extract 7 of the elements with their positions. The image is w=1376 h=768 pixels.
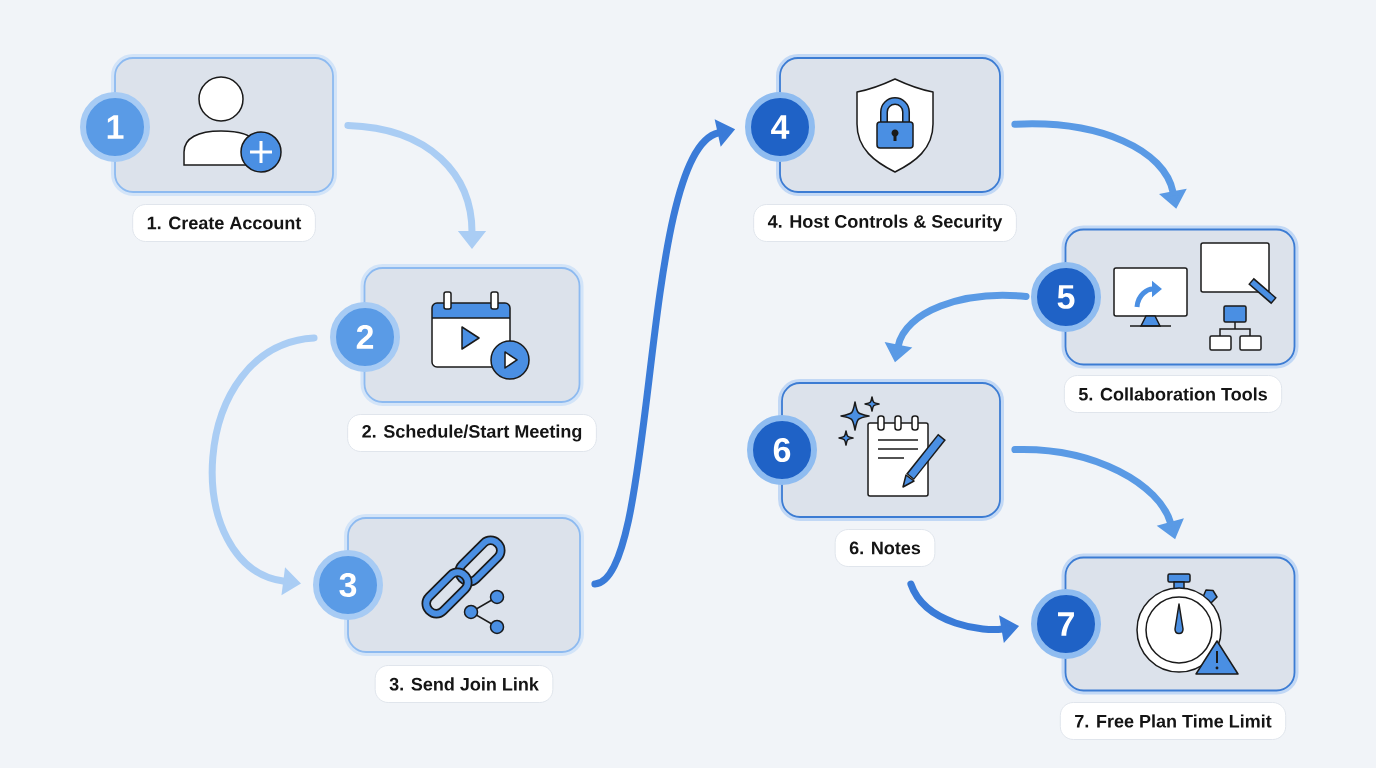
step-label: 1. Create Account (132, 204, 316, 242)
step-label: 3. Send Join Link (374, 665, 554, 703)
step-label: 2. Schedule/Start Meeting (347, 414, 597, 452)
step-label: 5. Collaboration Tools (1063, 375, 1283, 413)
step-label: 4. Host Controls & Security (753, 204, 1017, 242)
step-label: 7. Free Plan Time Limit (1059, 702, 1287, 740)
step-label: 6. Notes (834, 529, 936, 567)
